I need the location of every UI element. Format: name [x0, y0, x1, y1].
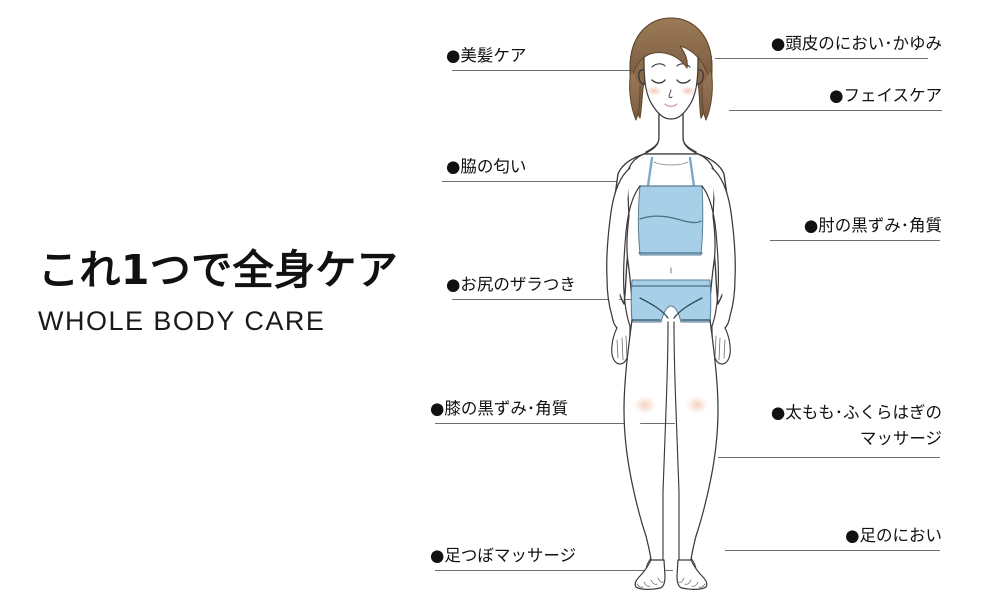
camisole — [637, 185, 704, 256]
callout-foot-odor-label: ●足のにおい — [845, 526, 942, 545]
shorts-crease-right — [673, 297, 703, 319]
page-title-jp: これ1つで全身ケア — [38, 246, 399, 294]
arm-right-outer — [711, 167, 736, 329]
hair-lock-right — [701, 69, 713, 121]
callout-foot-pressure-massage-label: ●足つぼマッサージ — [430, 546, 577, 565]
ear-left — [638, 69, 646, 85]
callout-buttock-roughness: ●お尻のザラつき — [446, 272, 576, 298]
leg-left-inner — [662, 321, 669, 561]
page-title-en: WHOLE BODY CARE — [38, 306, 326, 337]
fingers-right — [714, 335, 726, 361]
arm-left-outer — [606, 167, 631, 329]
callout-knee-darkening-label: ●膝の黒ずみ･角質 — [430, 399, 569, 418]
foot-left — [634, 559, 666, 590]
leader-line-armpit-odor — [442, 181, 658, 182]
callout-buttock-roughness-label: ●お尻のザラつき — [446, 275, 576, 294]
callout-hair-care: ●美髪ケア — [446, 43, 526, 69]
toes-left — [636, 577, 664, 588]
callout-face-care-label: ●フェイスケア — [829, 86, 942, 105]
callout-hair-care-label: ●美髪ケア — [446, 46, 527, 65]
foot-right — [676, 559, 708, 590]
toes-right — [678, 577, 706, 588]
leader-line-buttock-rough — [452, 299, 655, 300]
cami-strap-left — [646, 156, 654, 188]
knee-right-highlight — [686, 396, 708, 414]
eye-right-closed — [676, 79, 691, 84]
eyebrow-left — [651, 63, 666, 68]
callout-thigh-calf-massage-line2: マッサージ — [859, 428, 942, 448]
leader-line-scalp-odor — [715, 58, 928, 59]
shorts-crease-left — [639, 297, 669, 319]
leader-line-foot-odor — [725, 550, 940, 551]
leader-line-hair-care — [452, 70, 666, 71]
body-illustration-svg — [606, 17, 736, 590]
leader-line-elbow-dark — [770, 240, 940, 241]
leg-left-outer — [623, 319, 652, 561]
callout-foot-odor: ●足のにおい — [845, 523, 942, 549]
fingers-left — [616, 335, 628, 361]
hair-bangs — [629, 17, 713, 81]
arm-right-inner — [701, 185, 719, 327]
callout-scalp-odor-itch-label: ●頭皮のにおい･かゆみ — [770, 34, 942, 53]
mouth — [664, 103, 678, 107]
leader-line-leg-massage — [718, 457, 940, 458]
blush-left — [646, 86, 662, 96]
callout-elbow-darkening-label: ●肘の黒ずみ･角質 — [803, 216, 942, 235]
callout-scalp-odor-itch: ●頭皮のにおい･かゆみ — [771, 31, 942, 57]
leader-line-knee-dark — [435, 423, 675, 424]
callout-foot-pressure-massage: ●足つぼマッサージ — [430, 543, 576, 569]
ear-right — [696, 69, 704, 85]
nose — [668, 89, 673, 99]
cami-strap-right — [688, 156, 696, 188]
callout-armpit-odor: ●脇の匂い — [446, 154, 526, 180]
hair-lock-left — [629, 69, 641, 121]
blush-right — [680, 86, 696, 96]
headline-block: これ1つで全身ケア WHOLE BODY CARE — [38, 246, 438, 337]
callout-armpit-odor-label: ●脇の匂い — [446, 157, 527, 176]
arm-left-inner — [623, 185, 641, 327]
callout-thigh-calf-massage-line1: ●太もも･ふくらはぎの — [770, 403, 942, 422]
leg-right-inner — [673, 321, 680, 561]
leader-line-foot-massage — [435, 570, 673, 571]
callout-face-care: ●フェイスケア — [829, 83, 942, 109]
woman-body-illustration — [568, 10, 868, 595]
leg-right-outer — [690, 319, 719, 561]
knee-left-highlight — [634, 396, 656, 414]
camisole-bust-seam — [639, 215, 702, 224]
eye-left-closed — [651, 79, 666, 84]
collarbone — [653, 161, 689, 166]
shorts — [630, 279, 712, 323]
callout-elbow-darkening: ●肘の黒ずみ･角質 — [804, 213, 942, 239]
callout-thigh-calf-massage: ●太もも･ふくらはぎの マッサージ — [771, 400, 942, 451]
leader-line-face-care — [729, 110, 942, 111]
callout-knee-darkening: ●膝の黒ずみ･角質 — [430, 396, 568, 422]
